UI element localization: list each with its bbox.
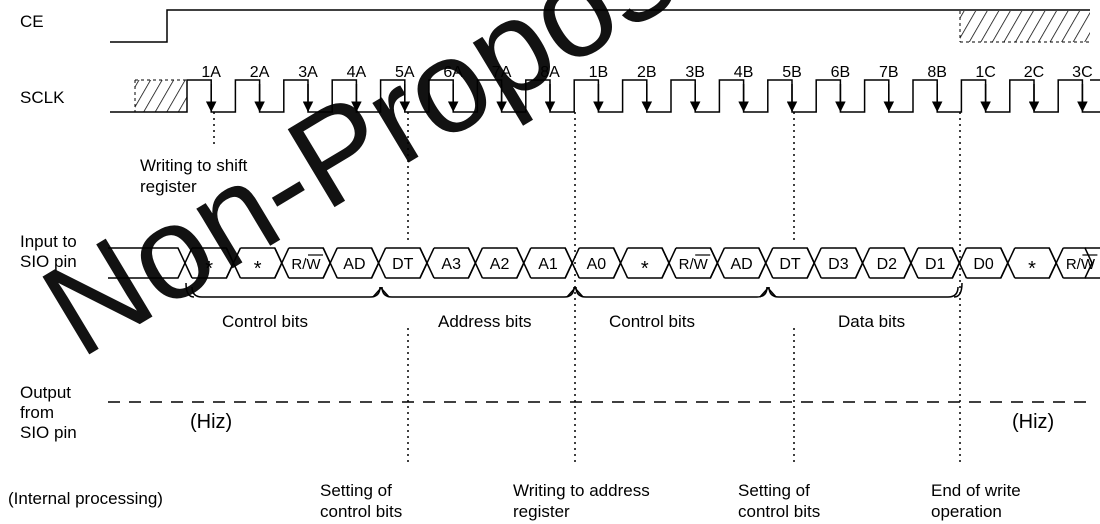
bus-cell-rw-2: R/W [291, 256, 321, 273]
input-label-line1: Input to [20, 232, 77, 251]
internal-processing-label: (Internal processing) [8, 489, 163, 508]
sclk-pulse-labels: 1A 2A 3A 4A 5A 6A 7A 8A 1B 2B 3B 4B 5B 6B 7B 8B 1C 2C 3C [201, 64, 1092, 81]
bus-cross-b-14 [903, 247, 919, 279]
bus-cross-b-5 [467, 247, 484, 279]
note-end-line2: operation [931, 502, 1002, 521]
note-addr-line1: Writing to address [513, 481, 650, 500]
bus-cell-star-17: * [1028, 258, 1036, 280]
sclk-sampling-arrows [205, 84, 1088, 113]
brace-1 [381, 286, 575, 298]
group-label-address: Address bits [438, 312, 532, 331]
bus-cross-b-4 [419, 247, 435, 279]
sclk-pulse-label-1C: 1C [975, 64, 995, 81]
note-shift-line2: register [140, 177, 197, 196]
sclk-pulse-label-7A: 7A [492, 64, 512, 81]
input-label-line2: SIO pin [20, 252, 77, 271]
note-set1-line1: Setting of [320, 481, 392, 500]
sclk-pulse-label-2B: 2B [637, 64, 657, 81]
bus-cell-DT-4: DT [392, 256, 414, 273]
bus-cell-A0-8: A0 [587, 256, 607, 273]
sclk-waveform [110, 79, 1100, 113]
bus-cell-AD-11: AD [730, 256, 752, 273]
bit-group-braces [185, 282, 963, 298]
bus-cross-b-2 [322, 247, 338, 279]
sclk-pulse-label-4A: 4A [347, 64, 367, 81]
sclk-pulse-label-3A: 3A [298, 64, 318, 81]
note-set2-line1: Setting of [738, 481, 810, 500]
sclk-pulse-label-2C: 2C [1024, 64, 1044, 81]
hiz-label-left: (Hiz) [190, 411, 233, 433]
output-label-line1: Output [20, 383, 72, 402]
bus-lead-top [108, 247, 193, 279]
sclk-pulse-label-7B: 7B [879, 64, 899, 81]
note-shift-line1: Writing to shift [140, 156, 248, 175]
bus-cell-D1-15: D1 [925, 256, 946, 273]
note-set2-line2: control bits [738, 502, 821, 521]
bus-lead-bottom [108, 247, 193, 279]
sclk-pulse-label-6A: 6A [443, 64, 463, 81]
group-label-data: Data bits [838, 312, 906, 331]
bus-cross-b-17 [1048, 247, 1064, 279]
sclk-pulse-label-5A: 5A [395, 64, 415, 81]
bus-cell-D0-16: D0 [973, 256, 994, 273]
bus-cell-star-0: * [205, 258, 213, 280]
ce-hatch [960, 11, 1090, 42]
sclk-pulse-label-4B: 4B [734, 64, 754, 81]
brace-junction-0 [372, 286, 390, 298]
sclk-hatch [135, 80, 187, 112]
brace-2 [575, 286, 768, 298]
bus-cross-b-0 [225, 247, 242, 279]
bus-cross-b-7 [564, 247, 580, 279]
bus-cross-b-9 [661, 247, 677, 279]
bus-cell-DT-12: DT [779, 256, 801, 273]
ce-waveform [110, 9, 1090, 43]
group-label-control1: Control bits [222, 312, 308, 331]
bus-cell-A2-6: A2 [490, 256, 510, 273]
bus-cross-b-8 [612, 247, 629, 279]
bus-cross-b-13 [854, 247, 871, 279]
ce-label: CE [20, 12, 44, 31]
bus-cross-b-1 [274, 247, 290, 279]
bus-cell-rw-10: R/W [679, 256, 709, 273]
bus-cross-b-12 [806, 247, 822, 279]
note-set1-line2: control bits [320, 502, 403, 521]
bus-cross-b-11 [758, 247, 774, 279]
brace-junction-2 [759, 286, 777, 298]
bus-cross-b-16 [1000, 247, 1016, 279]
sclk-pulse-label-6B: 6B [831, 64, 851, 81]
event-markers [213, 112, 961, 465]
brace-0 [191, 286, 381, 298]
note-end-line1: End of write [931, 481, 1021, 500]
brace-end-left [185, 282, 195, 298]
sclk-pulse-label-1A: 1A [201, 64, 221, 81]
bus-cross-b-10 [709, 247, 726, 279]
sclk-pulse-label-8B: 8B [927, 64, 947, 81]
bus-cell-star-9: * [641, 258, 649, 280]
bus-cell-AD-3: AD [343, 256, 365, 273]
hiz-label-right: (Hiz) [1012, 411, 1055, 433]
output-label-line3: SIO pin [20, 423, 77, 442]
bus-cross-b-3 [370, 247, 387, 279]
note-addr-line2: register [513, 502, 570, 521]
bus-cell-star-1: * [254, 258, 262, 280]
bus-cell-D2-14: D2 [877, 256, 898, 273]
bus-cross-b-6 [516, 247, 532, 279]
sclk-pulse-label-3C: 3C [1072, 64, 1092, 81]
bus-cell-D3-13: D3 [828, 256, 849, 273]
sclk-pulse-label-1B: 1B [589, 64, 609, 81]
sclk-label: SCLK [20, 88, 65, 107]
sclk-pulse-label-5B: 5B [782, 64, 802, 81]
sclk-pulse-label-3B: 3B [685, 64, 705, 81]
bus-cell-A1-7: A1 [538, 256, 558, 273]
sclk-pulse-label-2A: 2A [250, 64, 270, 81]
brace-3 [768, 286, 959, 298]
output-label-line2: from [20, 403, 54, 422]
sclk-pulse-label-8A: 8A [540, 64, 560, 81]
bus-cell-A3-5: A3 [441, 256, 461, 273]
bus-cell-rw-18: R/W [1066, 256, 1096, 273]
group-label-control2: Control bits [609, 312, 695, 331]
